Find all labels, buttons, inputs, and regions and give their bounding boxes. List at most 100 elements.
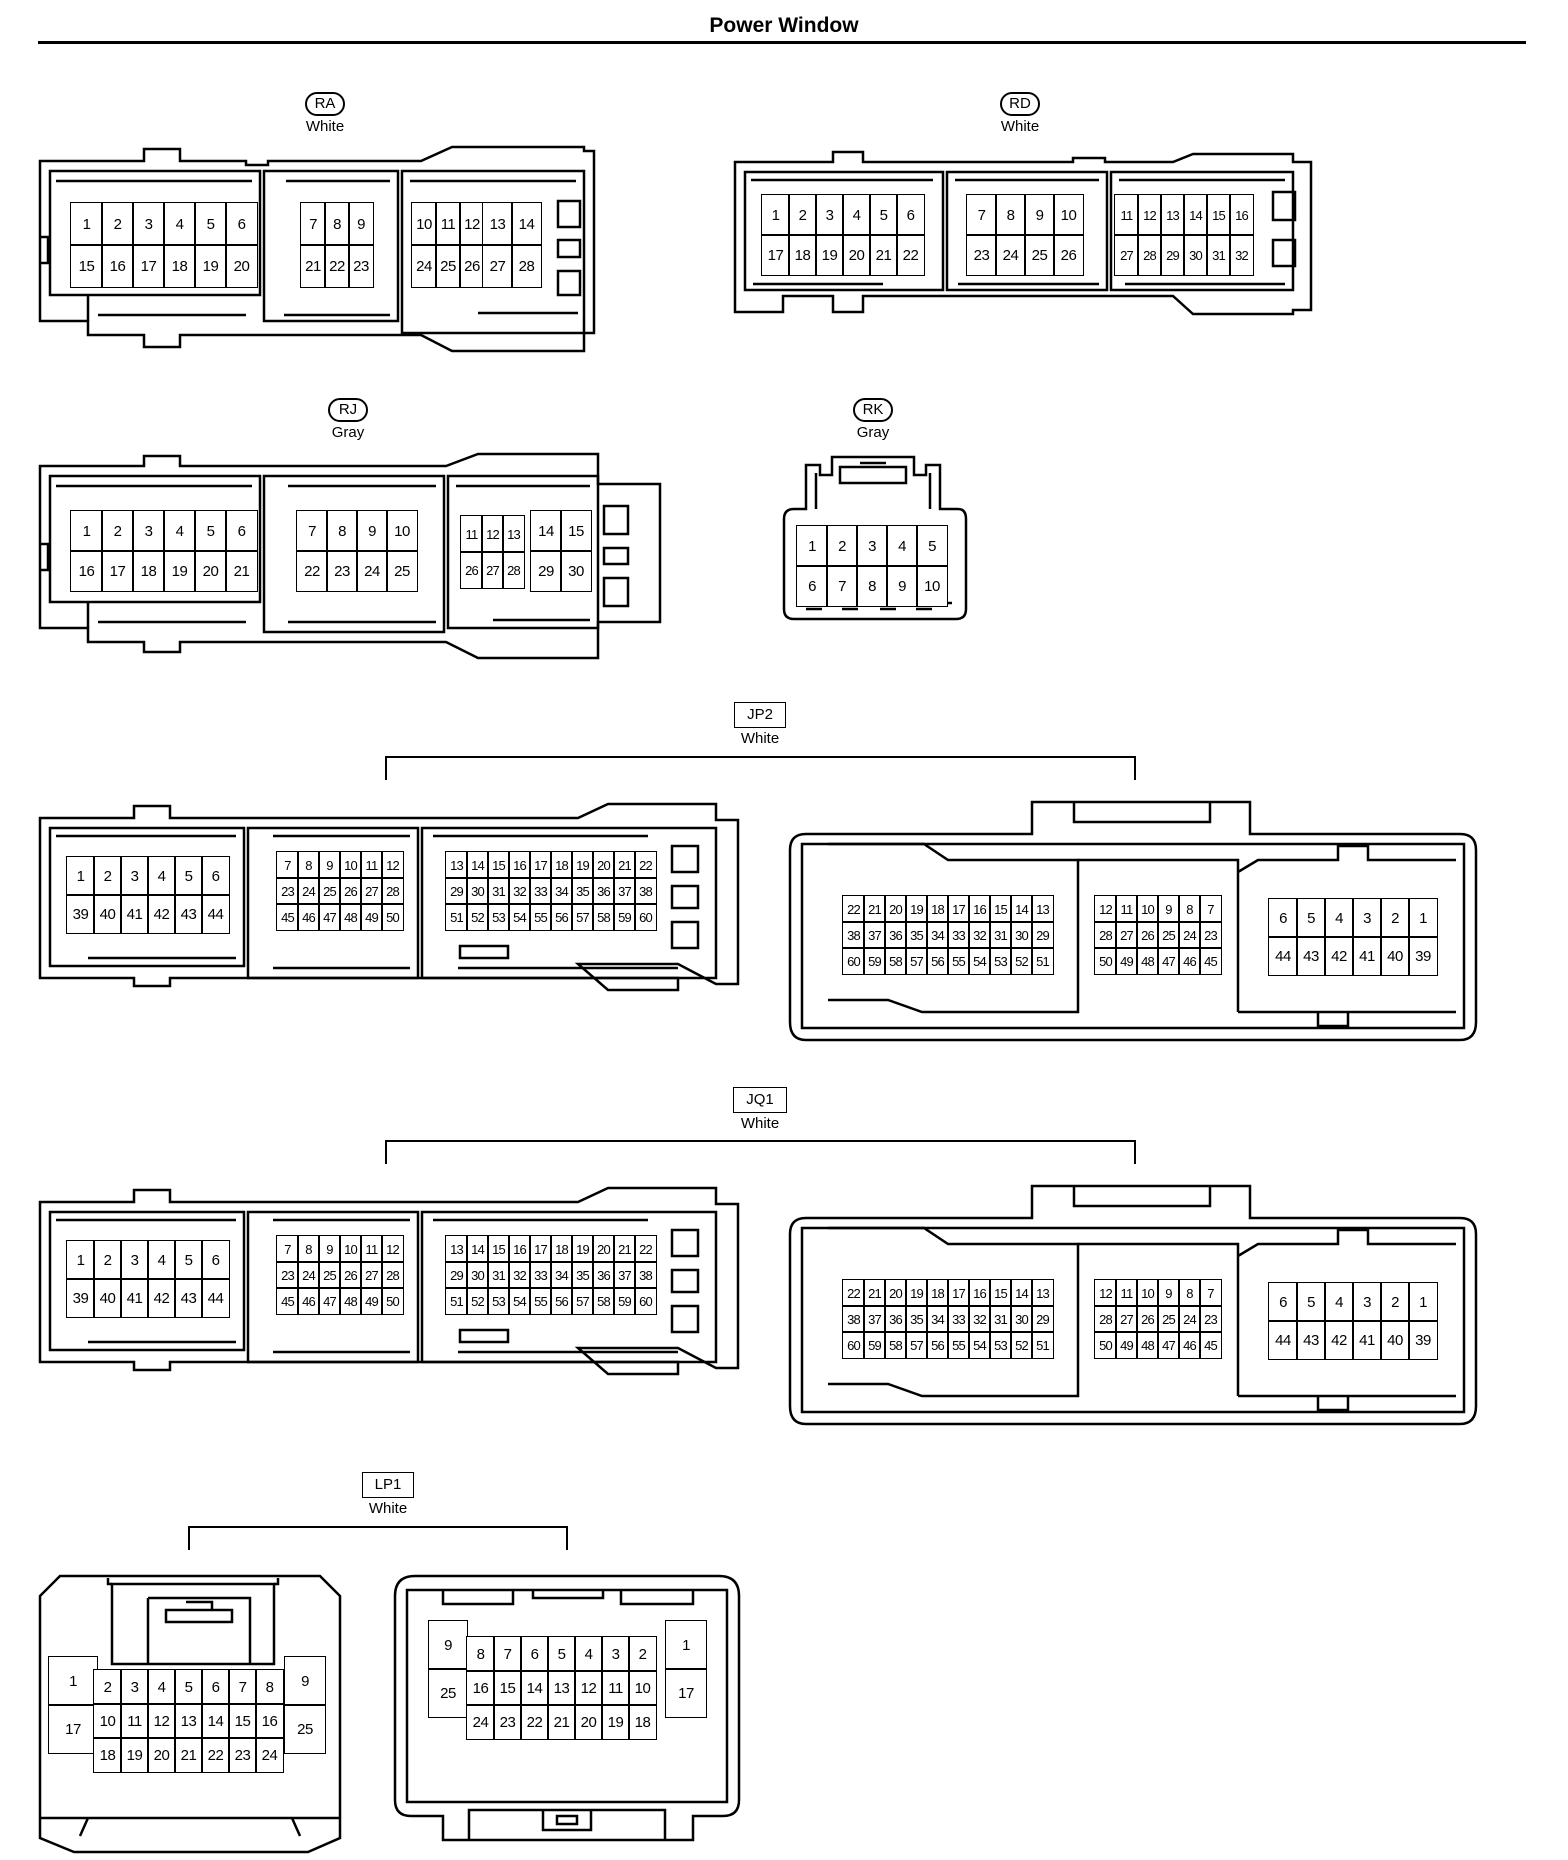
- pin-cell: 28: [1137, 234, 1162, 276]
- pin-cell: 7: [1199, 895, 1222, 923]
- pin-cell: 3: [856, 525, 888, 567]
- pin-cell: 14: [466, 851, 489, 879]
- pin-cell: 42: [1324, 936, 1354, 976]
- pin-cell: 25: [318, 1261, 341, 1289]
- pin-cell: 15: [70, 244, 103, 288]
- pin-cell: 5: [1296, 1282, 1326, 1322]
- pin-cell: 29: [445, 877, 468, 905]
- pin-cell: 12: [574, 1670, 603, 1706]
- pin-cell: 19: [194, 244, 227, 288]
- pin-cell: 19: [571, 851, 594, 879]
- pin-cell: 20: [842, 234, 871, 276]
- pin-cell: 40: [1380, 1320, 1410, 1360]
- pin-cell: 10: [339, 1235, 362, 1263]
- pin-cell: 39: [66, 894, 95, 934]
- pin-cell: 12: [1094, 1279, 1117, 1307]
- pin-cell: 4: [147, 1669, 176, 1705]
- pin-cell: 25: [435, 244, 461, 288]
- pin-cell: 11: [1114, 194, 1139, 236]
- pin-cell: 13: [1031, 1279, 1054, 1307]
- pin-cell: 3: [815, 194, 844, 236]
- pin-cell: 2: [788, 194, 817, 236]
- pin-cell: 27: [481, 551, 504, 589]
- connector-jp2-female: [788, 800, 1478, 1042]
- pin-cell: 22: [842, 895, 865, 923]
- pin-cell: 18: [163, 244, 196, 288]
- pin-cell: 6: [1268, 1282, 1298, 1322]
- pin-cell: 17: [132, 244, 165, 288]
- connector-code-rd: RD: [1000, 92, 1040, 116]
- connector-color-lp1: White: [368, 1500, 408, 1517]
- pin-cell: 60: [634, 903, 657, 931]
- pin-cell: 30: [560, 550, 592, 592]
- pin-cell: 55: [529, 903, 552, 931]
- pin-cell: 22: [896, 234, 925, 276]
- pin-cell: 18: [93, 1737, 122, 1773]
- connector-code-jq1: JQ1: [733, 1087, 787, 1113]
- pin-cell: 23: [1199, 1305, 1222, 1333]
- pin-cell: 7: [276, 851, 299, 879]
- pin-cell: 6: [896, 194, 925, 236]
- connector-rj: [38, 452, 668, 662]
- pin-cell: 47: [1157, 947, 1180, 975]
- pin-cell: 1: [761, 194, 790, 236]
- connector-code-rk: RK: [853, 398, 893, 422]
- pin-cell: 17: [947, 1279, 970, 1307]
- pin-cell: 1: [70, 202, 103, 246]
- pin-cell: 8: [1178, 1279, 1201, 1307]
- pin-cell: 14: [530, 510, 562, 552]
- pin-cell: 13: [482, 202, 513, 246]
- pin-cell: 39: [1408, 936, 1438, 976]
- pin-cell: 7: [1199, 1279, 1222, 1307]
- pin-cell: 8: [326, 510, 358, 552]
- pin-cell: 3: [120, 856, 149, 896]
- pin-cell: 12: [381, 1235, 404, 1263]
- pin-cell: 49: [1115, 1331, 1138, 1359]
- pin-cell: 26: [339, 1261, 362, 1289]
- connector-rd: [733, 150, 1313, 320]
- connector-jp2-male: [38, 802, 740, 994]
- pin-cell: 24: [297, 1261, 320, 1289]
- pin-cell: 15: [989, 895, 1012, 923]
- pin-cell: 19: [601, 1704, 630, 1740]
- pin-cell: 5: [916, 525, 948, 567]
- pin-cell: 43: [174, 894, 203, 934]
- connector-ra: [38, 145, 618, 355]
- pin-cell: 38: [842, 1305, 865, 1333]
- connector-label-ra: RA White: [285, 92, 365, 136]
- pin-cell: 54: [968, 947, 991, 975]
- pin-cell: 21: [863, 895, 886, 923]
- pin-cell: 51: [1031, 1331, 1054, 1359]
- pin-cell: 37: [863, 1305, 886, 1333]
- pin-cell: 56: [926, 1331, 949, 1359]
- pin-cell: 50: [381, 903, 404, 931]
- pin-cell: 56: [550, 1287, 573, 1315]
- pin-cell: 5: [174, 1669, 203, 1705]
- pin-cell: 37: [613, 1261, 636, 1289]
- pin-cell: 21: [863, 1279, 886, 1307]
- pin-cell: 49: [360, 903, 383, 931]
- pin-cell: 32: [508, 877, 531, 905]
- pin-cell: 24: [1178, 1305, 1201, 1333]
- pin-cell: 10: [386, 510, 418, 552]
- pin-cell: 7: [493, 1636, 522, 1672]
- pin-cell: 11: [360, 1235, 383, 1263]
- pin-cell: 28: [511, 244, 542, 288]
- pin-cell: 13: [1031, 895, 1054, 923]
- pin-cell: 27: [482, 244, 513, 288]
- pin-cell: 8: [324, 202, 350, 246]
- pin-cell: 3: [1352, 898, 1382, 938]
- pin-cell: 4: [886, 525, 918, 567]
- pin-cell: 20: [884, 1279, 907, 1307]
- pin-cell: 5: [174, 856, 203, 896]
- pin-cell: 43: [1296, 1320, 1326, 1360]
- pin-cell: 55: [947, 1331, 970, 1359]
- pin-cell: 20: [147, 1737, 176, 1773]
- pin-cell: 10: [93, 1703, 122, 1739]
